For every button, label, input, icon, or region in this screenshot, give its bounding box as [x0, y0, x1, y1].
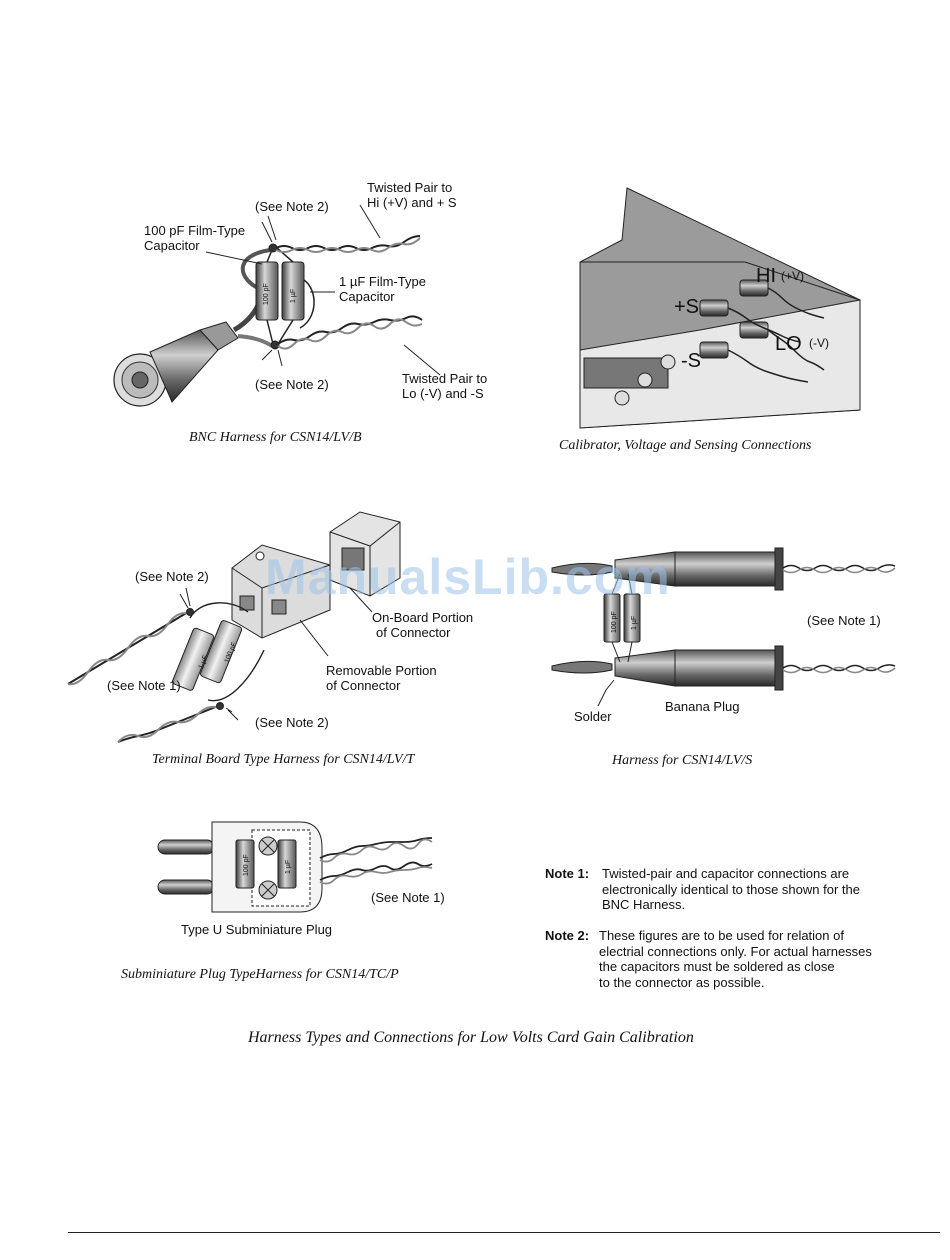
label-on-board-portion: On-Board Portion of Connector	[372, 610, 474, 640]
label-hi-plus-v: (+V)	[781, 269, 805, 283]
subminiature-plug-drawing	[157, 821, 433, 913]
label-see-note-1: (See Note 1)	[107, 678, 181, 693]
terminal-board-drawing	[67, 511, 401, 743]
note-2-key: Note 2:	[545, 928, 590, 943]
bnc-harness-drawing	[113, 204, 441, 407]
watermark: ManualsLib.com	[265, 549, 671, 605]
label-see-note-2-top: (See Note 2)	[135, 569, 209, 584]
label-see-note-1: (See Note 1)	[807, 613, 881, 628]
cap-mark-100pf: 100 pF	[611, 611, 618, 633]
label-100pf-capacitor: 100 pF Film-Type Capacitor	[144, 223, 246, 253]
cap-mark-1uf: 1 µF	[631, 615, 638, 630]
label-see-note-2-bottom: (See Note 2)	[255, 715, 329, 730]
cap-mark-100pf: 100 pF	[263, 283, 270, 305]
label-plus-s: +S	[674, 296, 700, 318]
cap-mark-1uf: 1 µF	[290, 288, 297, 303]
label-banana-plug: Banana Plug	[665, 699, 740, 714]
caption-bnc: BNC Harness for CSN14/LV/B	[189, 430, 362, 445]
label-twisted-hi: Twisted Pair to Hi (+V) and + S	[367, 180, 457, 210]
cap-mark-1uf: 1 µF	[285, 859, 292, 874]
cap-mark-100pf: 100 pF	[243, 854, 250, 876]
label-lo: LO	[775, 333, 802, 355]
label-see-note-1: (See Note 1)	[371, 890, 445, 905]
label-1uf-capacitor: 1 µF Film-Type Capacitor	[339, 274, 426, 304]
note-1-key: Note 1:	[545, 866, 590, 881]
label-type-u-plug: Type U Subminiature Plug	[181, 922, 333, 937]
label-see-note-2-top: (See Note 2)	[255, 199, 329, 214]
label-twisted-lo: Twisted Pair to Lo (-V) and -S	[402, 371, 488, 401]
main-figure-caption: Harness Types and Connections for Low Vo…	[248, 1029, 694, 1046]
label-removable-portion: Removable Portion of Connector	[326, 663, 437, 693]
label-solder: Solder	[574, 709, 612, 724]
caption-calibrator: Calibrator, Voltage and Sensing Connecti…	[559, 438, 812, 453]
label-hi: HI	[756, 265, 776, 287]
caption-banana: Harness for CSN14/LV/S	[612, 753, 753, 768]
banana-plug-drawing	[551, 547, 896, 707]
label-minus-s: -S	[681, 350, 701, 372]
note-1: Note 1: Twisted-pair and capacitor conne…	[545, 866, 860, 912]
note-2-body: These figures are to be used for relatio…	[599, 928, 872, 990]
caption-terminal-board: Terminal Board Type Harness for CSN14/LV…	[152, 752, 415, 767]
note-1-body: Twisted-pair and capacitor connections a…	[602, 866, 860, 912]
footer-rule	[68, 1232, 940, 1233]
label-see-note-2-bottom: (See Note 2)	[255, 377, 329, 392]
note-2: Note 2: These figures are to be used for…	[545, 928, 872, 990]
caption-subminiature: Subminiature Plug TypeHarness for CSN14/…	[121, 967, 399, 982]
label-lo-minus-v: (-V)	[809, 336, 829, 350]
calibrator-drawing	[579, 187, 861, 429]
